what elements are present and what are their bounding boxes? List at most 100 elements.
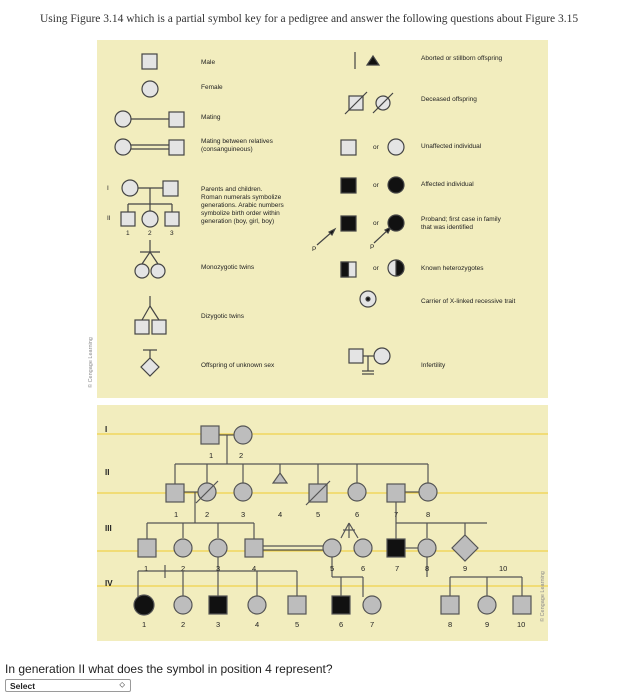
IV-2-number: 2: [181, 620, 185, 629]
III-7-male-affected: [386, 538, 406, 558]
III-7-number: 7: [395, 564, 399, 573]
II-2-number: 2: [205, 510, 209, 519]
aborted-symbol: [365, 54, 381, 66]
IV-1-number: 1: [142, 620, 146, 629]
female-symbol: [141, 80, 159, 98]
key-birth-3: 3: [170, 230, 174, 237]
key-birth-2: 2: [148, 230, 152, 237]
unaffected-female-symbol: [387, 138, 405, 156]
label-infertility: Infertility: [421, 362, 446, 369]
proband-female-symbol: [387, 214, 405, 232]
IV-7-female: [362, 595, 382, 615]
IV-4-number: 4: [255, 620, 259, 629]
III-5-female: [322, 538, 342, 558]
or-unaffected: or: [373, 144, 379, 151]
II-6-female: [347, 482, 367, 502]
IV-3-number: 3: [216, 620, 220, 629]
affected-male-symbol: [340, 177, 357, 194]
IV-3-male-affected: [208, 595, 228, 615]
label-proband: Proband; first case in family that was i…: [421, 216, 501, 231]
answer-select[interactable]: Select ⬦: [5, 679, 131, 692]
IV-5-male: [287, 595, 307, 615]
II-4-number: 4: [278, 510, 282, 519]
or-heterozygotes: or: [373, 265, 379, 272]
label-deceased: Deceased offspring: [421, 96, 477, 103]
III-1-number: 1: [144, 564, 148, 573]
II-6-number: 6: [355, 510, 359, 519]
pedigree-gen-II: II: [105, 468, 109, 477]
I-2-female: [233, 425, 253, 445]
III-9-number: 9: [463, 564, 467, 573]
parent-female-symbol: [121, 179, 139, 197]
male-symbol: [141, 53, 158, 70]
IV-6-number: 6: [339, 620, 343, 629]
child-boy-3-symbol: [164, 211, 180, 227]
II-1-number: 1: [174, 510, 178, 519]
answer-select-value: Select: [10, 681, 36, 691]
instructions-text: Using Figure 3.14 which is a partial sym…: [40, 13, 579, 25]
symbol-key-drawing: [114, 52, 405, 377]
monozygotic-twin-2-symbol: [150, 263, 166, 279]
unknown-sex-symbol: [140, 357, 160, 377]
IV-5-number: 5: [295, 620, 299, 629]
label-heterozygotes: Known heterozygotes: [421, 265, 484, 272]
IV-8-male: [440, 595, 460, 615]
I-1-number: 1: [209, 451, 213, 460]
or-affected: or: [373, 182, 379, 189]
dizygotic-twin-2-symbol: [151, 319, 167, 335]
mating-female-symbol: [114, 110, 132, 128]
III-4-number: 4: [252, 564, 256, 573]
or-proband: or: [373, 220, 379, 227]
infertility-female-symbol: [373, 347, 391, 365]
label-parents-children: Parents and children. Roman numerals sym…: [201, 186, 284, 225]
pedigree-gen-III: III: [105, 524, 112, 533]
label-mating-relatives: Mating between relatives (consanguineous…: [201, 138, 273, 153]
key-birth-1: 1: [126, 230, 130, 237]
infertility-male-symbol: [348, 348, 364, 364]
symbol-key-figure: Male Female Mating Mating between relati…: [97, 40, 548, 398]
label-female: Female: [201, 84, 223, 91]
chevron-updown-icon: ⬦: [119, 680, 125, 689]
label-aborted: Aborted or stillborn offspring: [421, 55, 503, 62]
label-carrier: Carrier of X-linked recessive trait: [421, 298, 516, 305]
IV-10-male: [512, 595, 532, 615]
III-10-number: 10: [499, 564, 507, 573]
key-generation-I: I: [107, 185, 109, 192]
III-6-number: 6: [361, 564, 365, 573]
IV-2-female: [173, 595, 193, 615]
proband-p-label-2: P: [370, 244, 375, 251]
IV-9-female: [477, 595, 497, 615]
label-male: Male: [201, 59, 216, 66]
proband-p-label-1: P: [312, 246, 317, 253]
III-2-number: 2: [181, 564, 185, 573]
II-7-male: [386, 483, 406, 503]
III-8-female: [417, 538, 437, 558]
monozygotic-twin-1-symbol: [134, 263, 150, 279]
IV-6-male-affected: [331, 595, 351, 615]
III-4-male: [244, 538, 264, 558]
consanguineous-male-symbol: [168, 139, 185, 156]
pedigree-gen-I: I: [105, 425, 107, 434]
III-2-female: [173, 538, 193, 558]
unaffected-male-symbol: [340, 139, 357, 156]
pedigree-figure: I II III IV 1 2 1 2 3 4 5 6 7 8 1 2 3 4 …: [97, 405, 548, 641]
II-3-number: 3: [241, 510, 245, 519]
pedigree-gen-IV: IV: [105, 579, 113, 588]
pedigree-drawing: I II III IV 1 2 1 2 3 4 5 6 7 8 1 2 3 4 …: [97, 425, 548, 629]
IV-1-female-affected: [133, 594, 155, 616]
label-unknown-sex: Offspring of unknown sex: [201, 362, 275, 369]
IV-7-number: 7: [370, 620, 374, 629]
I-1-male: [200, 425, 220, 445]
label-affected: Affected individual: [421, 181, 474, 188]
IV-4-female: [247, 595, 267, 615]
III-6-female: [353, 538, 373, 558]
I-2-number: 2: [239, 451, 243, 460]
child-boy-1-symbol: [120, 211, 136, 227]
II-3-female: [233, 482, 253, 502]
key-generation-II: II: [107, 215, 111, 222]
pedigree-credit: © Cengage Learning: [540, 571, 546, 622]
proband-male-symbol: [340, 215, 357, 232]
II-5-number: 5: [316, 510, 320, 519]
II-1-male: [165, 483, 185, 503]
IV-9-number: 9: [485, 620, 489, 629]
